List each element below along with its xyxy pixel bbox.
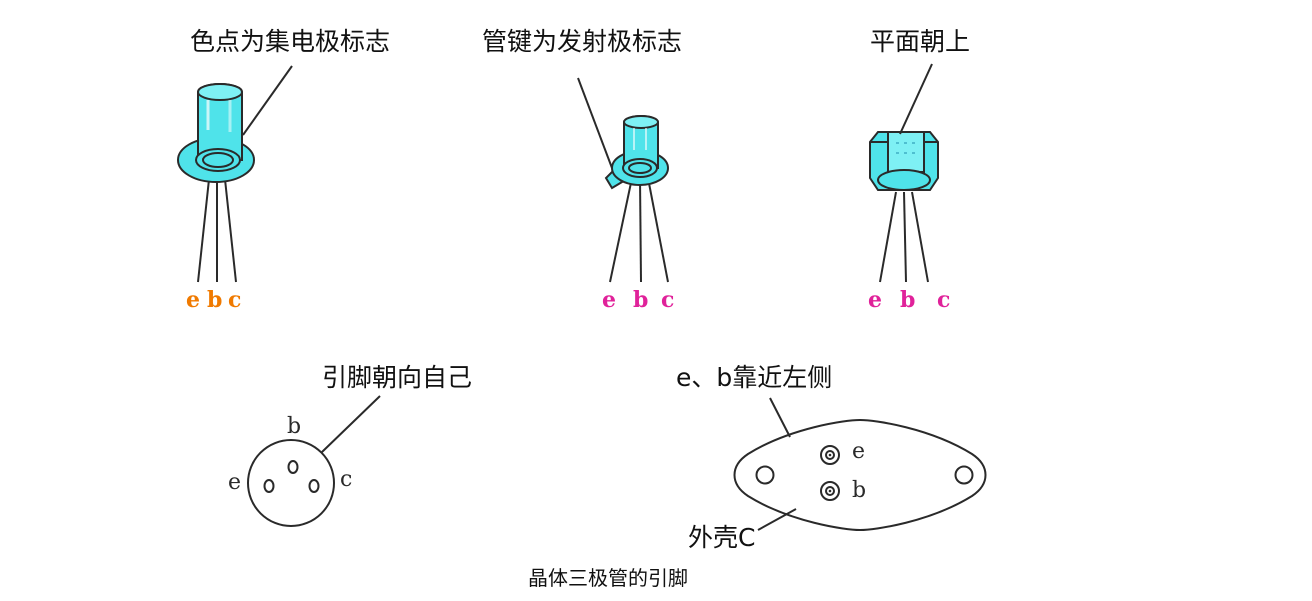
power-transistor-case xyxy=(733,418,987,532)
t1-pointer xyxy=(242,65,293,136)
t2-label-b: b xyxy=(633,287,648,313)
pin-hole-e xyxy=(263,479,275,493)
mounting-hole-right xyxy=(954,465,974,485)
t3-lead-c xyxy=(911,191,929,283)
figure-title: 晶体三极管的引脚 xyxy=(528,566,688,590)
power-caption-top: e、b靠近左侧 xyxy=(676,363,832,392)
transistor-2: 管键为发射极标志 e b c xyxy=(482,27,682,313)
bottom-view-label-b: b xyxy=(287,414,301,439)
power-caption-case: 外壳C xyxy=(688,523,755,552)
bottom-view-label-e: e xyxy=(228,470,241,495)
t1-lead-e xyxy=(197,169,211,283)
transistor-3: 平面朝上 e b c xyxy=(868,27,970,313)
power-transistor: e b e、b靠近左侧 外壳C xyxy=(676,363,987,552)
t2-caption: 管键为发射极标志 xyxy=(482,27,682,56)
bottom-view-label-c: c xyxy=(340,467,352,492)
t2-label-c: c xyxy=(661,287,674,313)
t2-lead-c xyxy=(647,177,669,283)
t3-lead-e xyxy=(879,191,897,283)
t1-label-e: e xyxy=(186,287,200,313)
pin-e-outer xyxy=(820,445,840,465)
mounting-hole-left xyxy=(755,465,775,485)
t1-lead-c xyxy=(223,169,237,283)
t2-pointer xyxy=(577,77,613,169)
t3-pointer xyxy=(899,63,933,135)
t1-caption: 色点为集电极标志 xyxy=(190,27,390,56)
bottom-view: 引脚朝向自己 b e c xyxy=(228,363,472,527)
t3-caption: 平面朝上 xyxy=(870,27,970,56)
t2-lead-b xyxy=(639,177,642,283)
t3-label-c: c xyxy=(937,287,950,313)
t2-label-e: e xyxy=(602,287,616,313)
power-label-b: b xyxy=(852,478,866,503)
power-top-pointer xyxy=(769,397,791,438)
t3-lead-b xyxy=(903,191,907,283)
t1-label-b: b xyxy=(207,287,222,313)
bottom-view-outline xyxy=(247,439,335,527)
t3-label-e: e xyxy=(868,287,882,313)
bottom-view-caption: 引脚朝向自己 xyxy=(322,363,472,392)
t2-lead-e xyxy=(609,177,633,283)
transistor-1: 色点为集电极标志 e b c xyxy=(177,27,390,313)
pin-b-outer xyxy=(820,481,840,501)
power-label-e: e xyxy=(852,439,865,464)
t1-can-top xyxy=(197,83,243,101)
pin-hole-c xyxy=(308,479,320,493)
bottom-view-pointer xyxy=(321,395,381,453)
power-case-pointer xyxy=(757,508,797,531)
t3-label-b: b xyxy=(900,287,915,313)
t1-label-c: c xyxy=(228,287,241,313)
pin-hole-b xyxy=(287,460,299,474)
